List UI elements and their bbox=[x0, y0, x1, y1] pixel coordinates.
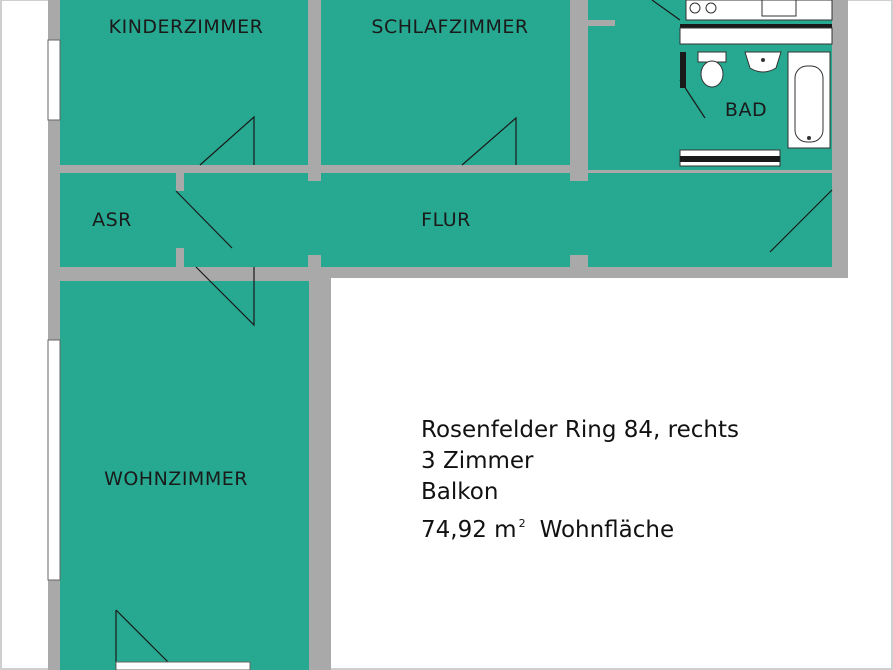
stove-burner-icon bbox=[689, 2, 701, 14]
area-value: 74,92 m bbox=[421, 517, 517, 543]
stove-burner-icon bbox=[705, 2, 717, 14]
bath-fixtures bbox=[679, 0, 833, 167]
toilet-icon bbox=[697, 51, 727, 88]
room-kinderzimmer bbox=[60, 0, 308, 165]
room-schlafzimmer bbox=[321, 0, 570, 165]
label-wohnzimmer: WOHNZIMMER bbox=[104, 468, 248, 490]
sink-icon bbox=[761, 0, 797, 17]
address: Rosenfelder Ring 84, rechts bbox=[421, 417, 739, 443]
room-flur bbox=[184, 173, 832, 267]
room-wohnzimmer bbox=[60, 281, 309, 670]
room-asr bbox=[60, 173, 176, 267]
balcony: Balkon bbox=[421, 479, 499, 505]
label-asr: ASR bbox=[92, 209, 132, 231]
washbasin-icon bbox=[744, 51, 782, 73]
label-schlafzimmer: SCHLAFZIMMER bbox=[371, 16, 528, 38]
label-flur: FLUR bbox=[421, 209, 471, 231]
bathtub-icon bbox=[787, 51, 831, 149]
apartment-info: Rosenfelder Ring 84, rechts 3 Zimmer Bal… bbox=[421, 415, 739, 546]
label-kinderzimmer: KINDERZIMMER bbox=[109, 16, 264, 38]
area-label: Wohnfläche bbox=[539, 517, 675, 543]
rooms-fill bbox=[60, 0, 832, 670]
label-bad: BAD bbox=[725, 99, 767, 121]
rooms-count: 3 Zimmer bbox=[421, 448, 534, 474]
area-unit-exponent: 2 bbox=[518, 517, 526, 530]
door-swings bbox=[115, 0, 833, 670]
